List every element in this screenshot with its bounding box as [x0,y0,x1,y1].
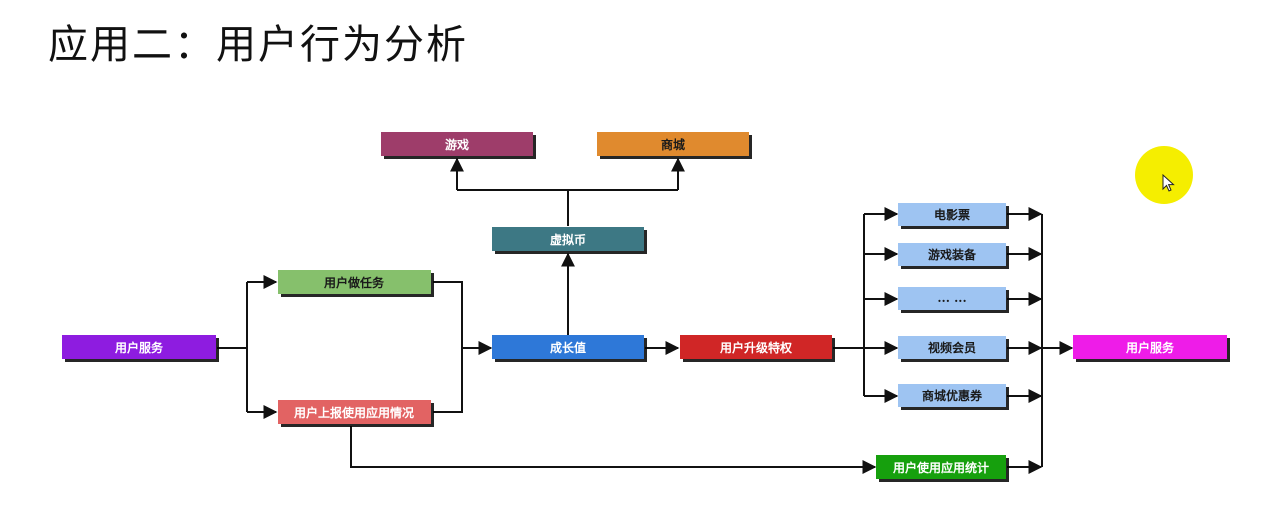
node-box [898,243,1006,266]
node-mall: 商城 [597,132,749,156]
nodes: 用户服务 用户做任务 用户上报使用应用情况 成长值 虚拟币 游戏 商城 用户升 [62,132,1227,479]
node-user-upgrade: 用户升级特权 [680,335,832,359]
mouse-pointer-icon [1162,174,1175,192]
node-box [597,132,749,156]
node-label: 用户服务 [1125,340,1175,355]
node-label: 成长值 [550,340,586,355]
node-label: 用户升级特权 [719,340,793,355]
page-title: 应用二：用户行为分析 [48,22,468,68]
node-box [898,336,1006,359]
node-box [1073,335,1227,359]
node-label: 商城优惠券 [922,388,983,403]
node-box [898,203,1006,226]
node-label: ... ... [937,291,966,305]
node-box [898,384,1006,407]
node-movie-ticket: 电影票 [898,203,1006,226]
node-user-task: 用户做任务 [278,270,431,294]
node-usage-stats: 用户使用应用统计 [876,455,1006,479]
node-video-vip: 视频会员 [898,336,1006,359]
node-growth-value: 成长值 [492,335,644,359]
node-label: 游戏 [445,137,469,152]
node-box [492,335,644,359]
node-label: 商城 [661,137,685,152]
node-label: 用户做任务 [323,275,385,290]
node-box [62,335,216,359]
node-box [278,400,431,424]
node-label: 用户上报使用应用情况 [293,405,414,420]
node-box [898,287,1006,310]
node-box [381,132,533,156]
node-label: 用户服务 [114,340,164,355]
node-label: 电影票 [934,207,970,222]
node-label: 视频会员 [928,340,976,355]
node-game-gear: 游戏装备 [898,243,1006,266]
node-box [680,335,832,359]
node-user-service-left: 用户服务 [62,335,216,359]
node-virtual-currency: 虚拟币 [492,227,644,251]
node-user-service-right: 用户服务 [1073,335,1227,359]
connector-merge [433,281,463,413]
node-more: ... ... [898,287,1006,310]
node-box [278,270,431,294]
cursor-highlight [1135,146,1193,204]
arrow-to-usage-stats [350,426,877,474]
node-label: 用户使用应用统计 [892,460,989,475]
node-box [876,455,1006,479]
node-box [492,227,644,251]
node-label: 游戏装备 [928,247,977,262]
node-label: 虚拟币 [550,232,586,247]
node-mall-coupon: 商城优惠券 [898,384,1006,407]
node-user-report: 用户上报使用应用情况 [278,400,431,424]
connectors [217,157,1074,474]
node-game: 游戏 [381,132,533,156]
